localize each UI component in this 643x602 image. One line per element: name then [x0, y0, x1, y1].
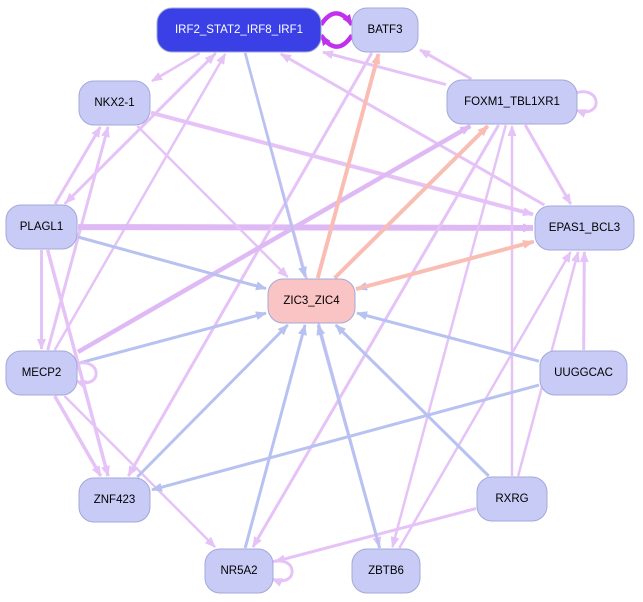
edge-BATF3-ZNF423 [127, 52, 374, 477]
node-box-PLAGL1[interactable] [5, 204, 78, 250]
node-ZNF423[interactable]: ZNF423 [78, 477, 151, 523]
edge-PLAGL1-NKX2_1 [53, 126, 102, 205]
node-box-MECP2[interactable] [5, 350, 78, 396]
node-box-EPAS1[interactable] [534, 205, 635, 251]
edge-IRF2-NKX2_1 [151, 51, 201, 83]
node-RXRG[interactable]: RXRG [476, 476, 548, 522]
edge-MECP2-NR5A2 [63, 395, 216, 548]
node-UUGGCAC[interactable]: UUGGCAC [539, 350, 628, 396]
edge-UUGGCAC-ZNF423 [151, 383, 540, 492]
node-ZIC3[interactable]: ZIC3_ZIC4 [267, 278, 356, 324]
self-loop-NR5A2 [270, 559, 294, 587]
edge-FOXM1-IRF2 [322, 50, 447, 87]
edge-MECP2-ZIC3 [77, 311, 267, 365]
edge-RXRG-ZIC3 [334, 323, 490, 478]
node-FOXM1[interactable]: FOXM1_TBL1XR1 [446, 79, 578, 125]
edge-FOXM1-BATF3 [419, 48, 473, 81]
edge-MECP2-IRF2 [53, 53, 227, 351]
node-box-FOXM1[interactable] [446, 79, 578, 125]
edge-PLAGL1-EPAS1 [77, 223, 534, 233]
node-PLAGL1[interactable]: PLAGL1 [5, 204, 78, 250]
edge-ZIC3-FOXM1 [333, 124, 490, 280]
node-BATF3[interactable]: BATF3 [351, 7, 419, 53]
edge-ZNF423-ZIC3 [136, 323, 289, 479]
edge-IRF2-ZIC3 [243, 52, 307, 278]
edge-IRF2-BATF3 [319, 11, 354, 27]
node-box-ZNF423[interactable] [78, 477, 151, 523]
edge-FOXM1-EPAS1 [523, 124, 572, 205]
edge-BATF3-IRF2 [319, 33, 354, 49]
self-loop-FOXM1 [574, 90, 598, 118]
edge-ZIC3-BATF3 [315, 53, 381, 279]
self-loop-MECP2 [74, 361, 98, 389]
node-ZBTB6[interactable]: ZBTB6 [351, 548, 421, 594]
node-box-RXRG[interactable] [476, 476, 548, 522]
edge-UUGGCAC-ZIC3 [356, 311, 540, 363]
node-box-IRF2[interactable] [156, 7, 322, 53]
edge-PLAGL1-ZIC3 [77, 235, 267, 291]
node-NR5A2[interactable]: NR5A2 [204, 548, 274, 594]
edge-MECP2-FOXM1 [76, 124, 472, 354]
node-EPAS1[interactable]: EPAS1_BCL3 [534, 205, 635, 251]
edge-UUGGCAC-EPAS1 [579, 251, 589, 351]
node-box-BATF3[interactable] [351, 7, 419, 53]
edge-NKX2_1-EPAS1 [150, 110, 534, 217]
node-box-ZBTB6[interactable] [351, 548, 421, 594]
node-box-NR5A2[interactable] [204, 548, 274, 594]
edge-FOXM1-NR5A2 [251, 124, 500, 548]
edge-EPAS1-IRF2 [280, 52, 546, 207]
node-box-UUGGCAC[interactable] [539, 350, 628, 396]
edge-ZIC3-EPAS1 [355, 239, 534, 292]
node-box-ZIC3[interactable] [267, 278, 356, 324]
node-box-NKX2_1[interactable] [78, 80, 151, 126]
node-NKX2_1[interactable]: NKX2-1 [78, 80, 151, 126]
node-IRF2[interactable]: IRF2_STAT2_IRF8_IRF1 [156, 7, 322, 53]
edge-NKX2_1-ZIC3 [136, 125, 289, 278]
edge-MECP2-ZNF423 [53, 395, 103, 477]
node-MECP2[interactable]: MECP2 [5, 350, 78, 396]
edge-NR5A2-ZIC3 [243, 324, 307, 549]
